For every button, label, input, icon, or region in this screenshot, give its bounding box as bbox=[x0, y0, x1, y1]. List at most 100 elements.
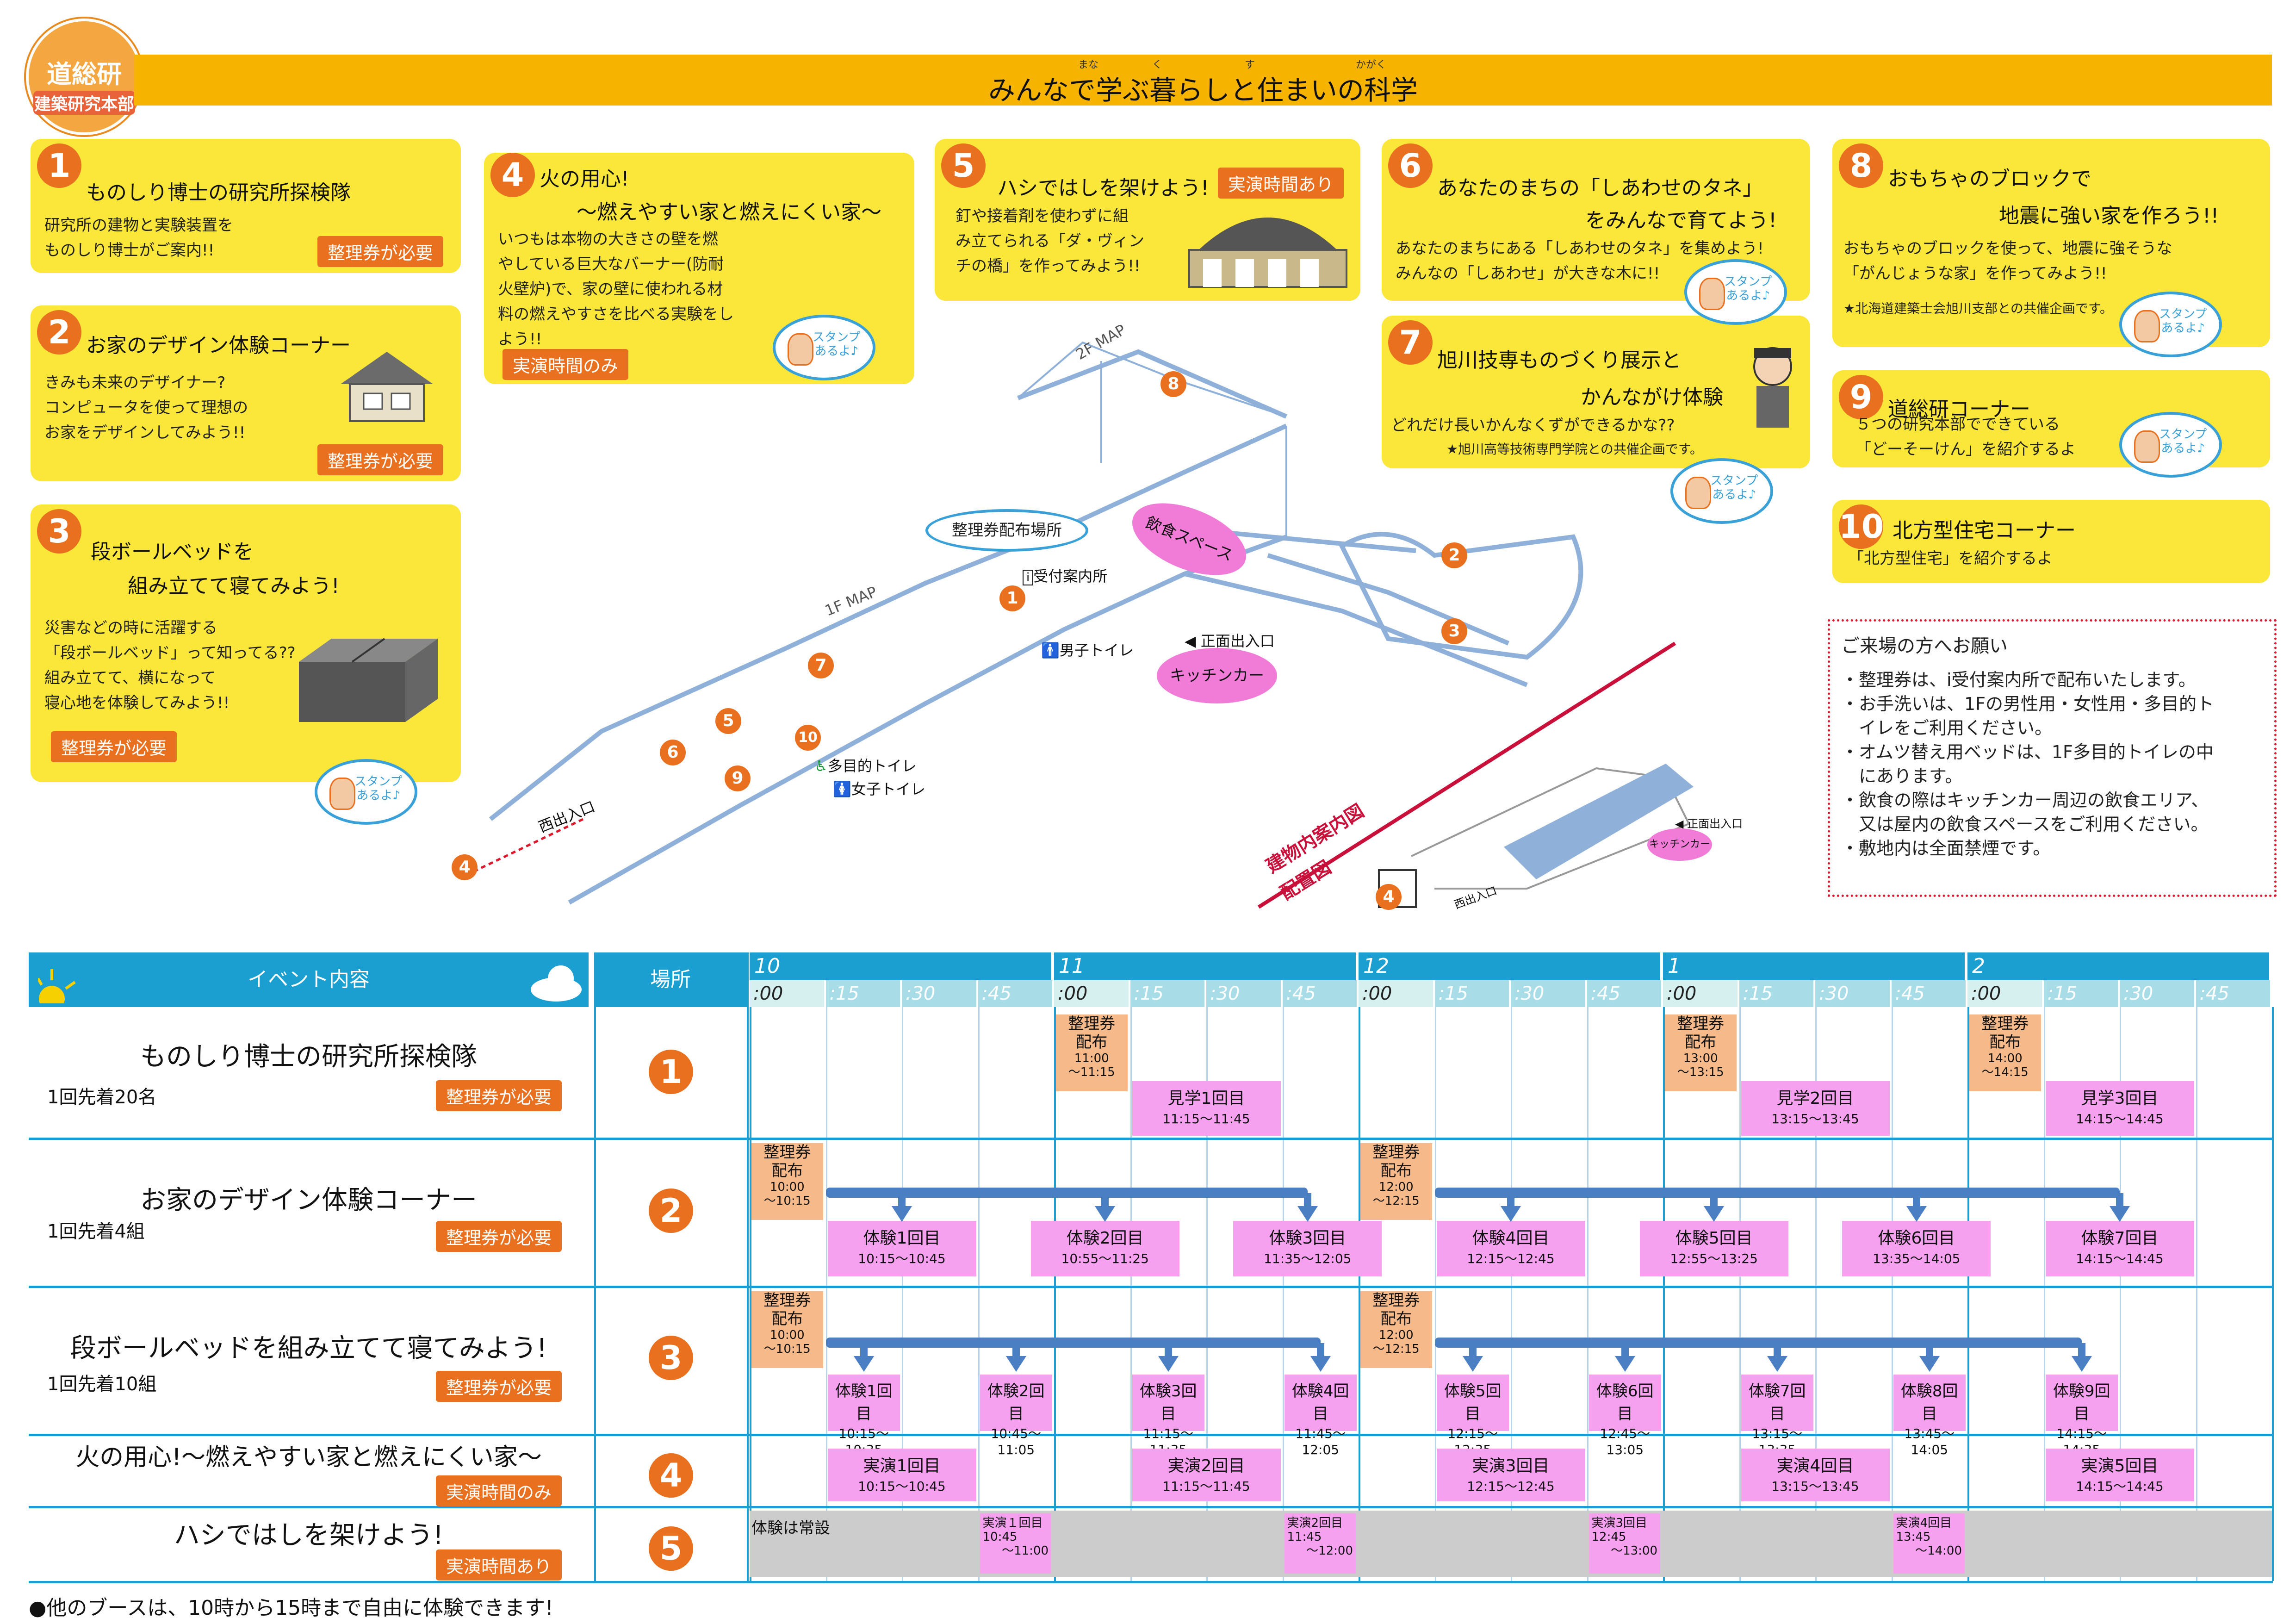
event-label: 体験7回目 bbox=[1748, 1382, 1806, 1423]
notice-list: ・整理券は、i受付案内所で配布いたします。 ・お手洗いは、1Fの男性用・女性用・… bbox=[1841, 668, 2214, 860]
event-label: 体験2回目 bbox=[1066, 1229, 1144, 1248]
dist-label: 配布 bbox=[1076, 1033, 1108, 1052]
event-label: 体験5回目 bbox=[1675, 1229, 1753, 1248]
ticket-place-bubble: 整理券配布場所 bbox=[925, 509, 1088, 552]
event-label: 実演1回目 bbox=[863, 1456, 941, 1475]
grid-line bbox=[2196, 1007, 2197, 1581]
event-time: ～12:00 bbox=[1306, 1544, 1353, 1558]
row-divider bbox=[29, 1138, 2273, 1140]
booth-desc: 研究所の建物と実験装置をものしり博士がご案内!! bbox=[44, 216, 233, 260]
event-label: 体験6回目 bbox=[1596, 1382, 1654, 1423]
quarter-header: :30 bbox=[902, 980, 976, 1007]
dist-time: 12:00 bbox=[1378, 1328, 1414, 1342]
dist-time: 13:00 bbox=[1683, 1052, 1718, 1065]
booth-number: 6 bbox=[1388, 143, 1433, 188]
arrow-down-icon bbox=[2071, 1356, 2092, 1372]
grid-line bbox=[1206, 1007, 1208, 1581]
booth-title-line1: 段ボールベッドを bbox=[91, 540, 254, 564]
dist-label: 整理券 bbox=[1068, 1014, 1116, 1033]
dist-time: ～10:15 bbox=[763, 1342, 811, 1356]
dist-label: 整理券 bbox=[1677, 1014, 1725, 1033]
logo-sub: 建築研究本部 bbox=[33, 91, 135, 115]
booth-number: 2 bbox=[37, 310, 81, 355]
flow-arrow-stem bbox=[860, 1343, 868, 1359]
booth-title: ハシではしを架けよう! bbox=[997, 176, 1209, 200]
map-marker-10: 10 bbox=[795, 725, 821, 751]
quarter-header: :45 bbox=[2196, 980, 2270, 1007]
mens-toilet-label: 🚹男子トイレ bbox=[1041, 641, 1134, 659]
ticket-required-tag: 整理券が必要 bbox=[51, 731, 177, 762]
place-marker-2: 2 bbox=[649, 1188, 693, 1233]
booth-number: 1 bbox=[37, 143, 81, 188]
event-time: 14:15～14:45 bbox=[2076, 1251, 2164, 1266]
site-kitchen-area: キッチンカー bbox=[1647, 828, 1712, 861]
hour-header: 1 bbox=[1663, 952, 1965, 980]
booth-number: 8 bbox=[1839, 143, 1883, 188]
event-time: 11:15～11:45 bbox=[1162, 1479, 1250, 1494]
flow-arrow-stem bbox=[1507, 1193, 1514, 1209]
event-label: 体験8回目 bbox=[1900, 1382, 1958, 1423]
booth-card-2: 2 お家のデザイン体験コーナー きみも未来のデザイナー?コンピュータを使って理想… bbox=[31, 305, 461, 481]
mens-toilet-icon: 🚹 bbox=[1041, 641, 1060, 659]
grid-line bbox=[1967, 1007, 1969, 1581]
arrow-down-icon bbox=[1462, 1356, 1483, 1372]
booth-title: 道総研コーナー bbox=[1888, 398, 2030, 421]
flow-arrow-stem bbox=[1303, 1193, 1311, 1209]
booth-desc: きみも未来のデザイナー?コンピュータを使って理想のお家をデザインしてみよう!! bbox=[44, 373, 248, 442]
grid-line bbox=[1130, 1007, 1132, 1581]
dist-label: 整理券 bbox=[763, 1291, 811, 1310]
event-label: 体験3回目 bbox=[1139, 1382, 1197, 1423]
dist-time: ～12:15 bbox=[1372, 1194, 1420, 1208]
booth-number: 9 bbox=[1839, 375, 1883, 419]
hour-header: 11 bbox=[1054, 952, 1356, 980]
dist-time: 14:00 bbox=[1987, 1052, 2023, 1065]
arrow-down-icon bbox=[1005, 1356, 1026, 1372]
demo-only-tag: 実演時間のみ bbox=[503, 349, 629, 380]
quarter-header: :45 bbox=[1282, 980, 1357, 1007]
arrow-down-icon bbox=[1767, 1356, 1787, 1372]
event-label: 見学2回目 bbox=[1776, 1089, 1854, 1108]
wheelchair-icon: ♿ bbox=[814, 757, 828, 775]
event-time: 11:15～11:45 bbox=[1162, 1111, 1250, 1126]
flow-arrow-stem bbox=[1621, 1343, 1629, 1359]
event-label: 見学3回目 bbox=[2081, 1089, 2159, 1108]
event-label: 体験1回目 bbox=[835, 1382, 893, 1423]
event-time: 13:45～14:05 bbox=[1904, 1426, 1955, 1457]
ruby-2: す bbox=[1245, 59, 1255, 71]
grid-line bbox=[1434, 1007, 1436, 1581]
booth-title-line2: かんながけ体験 bbox=[1581, 386, 1723, 409]
logo: 道総研 建築研究本部 bbox=[26, 19, 143, 135]
dist-time: 10:00 bbox=[769, 1328, 805, 1342]
event-time: 12:15～12:45 bbox=[1467, 1251, 1555, 1266]
house-icon bbox=[336, 347, 438, 426]
booth-card-10: 10 北方型住宅コーナー 「北方型住宅」を紹介するよ bbox=[1832, 500, 2270, 583]
grid-line bbox=[1663, 1007, 1665, 1581]
event-time: 10:15～10:45 bbox=[858, 1251, 946, 1266]
event-name-5: ハシではしを架けよう! bbox=[174, 1520, 444, 1550]
quarter-header: :30 bbox=[1815, 980, 1890, 1007]
grid-line bbox=[747, 952, 749, 1581]
stamp-bubble: スタンプあるよ♪ bbox=[2119, 292, 2222, 357]
grid-line bbox=[2272, 1007, 2274, 1581]
notice-item: ・飲食の際はキッチンカー周辺の飲食エリア、 bbox=[1841, 790, 2209, 810]
arrow-left-icon: ◀ bbox=[1675, 817, 1684, 830]
map-marker-3: 3 bbox=[1441, 618, 1467, 644]
event-time: ～14:00 bbox=[1915, 1544, 1962, 1558]
row-divider bbox=[29, 1286, 2273, 1288]
event-label: 体験7回目 bbox=[2081, 1229, 2159, 1248]
header-bar: みんなで学ぶ暮らしと住まいの科学 bbox=[134, 55, 2272, 106]
grid-line bbox=[1359, 1007, 1360, 1581]
event-label: 体験5回目 bbox=[1444, 1382, 1502, 1423]
grid-line bbox=[1739, 1007, 1741, 1581]
